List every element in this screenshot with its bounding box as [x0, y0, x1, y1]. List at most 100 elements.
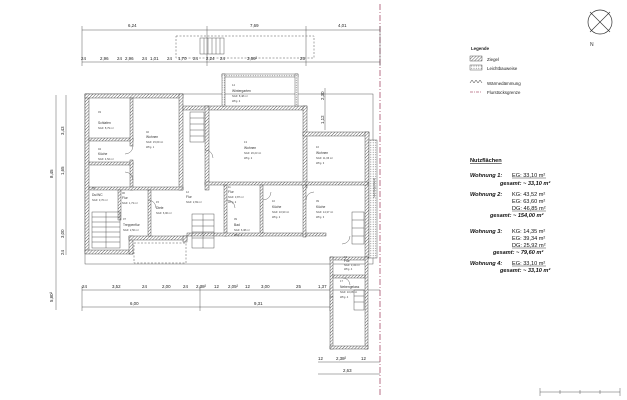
room-area: NGF: 1,73 m² [122, 201, 138, 205]
dim-bottom: 12 [245, 284, 250, 289]
room-area: NGF: 3,70 m² [92, 198, 108, 202]
dim-left: 3,00 [60, 229, 65, 238]
room-number: 03 [98, 110, 101, 114]
unit-3-line: KG: 14,35 m² [512, 229, 545, 235]
room-number: 04 [98, 147, 101, 151]
neighbour-building-label: Nachbargebäude [372, 178, 376, 198]
dim-bottom: 3,52 [112, 284, 121, 289]
room-area: NGF: 10,90 m² [272, 210, 289, 214]
dim-left-total: 8,45 [49, 169, 54, 178]
dim-bottom: 2,05² [228, 284, 239, 289]
room-number: 02 [146, 130, 149, 134]
room-number: 14 [232, 83, 235, 87]
unit-1-line: EG: 33,10 m² [512, 173, 545, 179]
dim-bottom: 24 [82, 284, 87, 289]
dim-detail: 25 [300, 56, 305, 61]
room-unit: Whg. 3 [316, 215, 325, 219]
dim-bottom: 1,37 [318, 284, 327, 289]
room-name: Wohnen [244, 146, 256, 150]
dim-bottom: 2,38² [196, 284, 207, 289]
unit-2-line: DG: 46,85 m² [512, 206, 546, 212]
dim-detail: 3,66² [247, 56, 258, 61]
dim-annex: 12 [361, 356, 366, 361]
room-unit: Whg. 4 [344, 267, 353, 271]
staircase [91, 37, 365, 311]
dim-bottom: 12 [214, 284, 219, 289]
room-name: Treppenflur [123, 223, 141, 227]
door-swings [124, 145, 351, 286]
room-number: 09 [234, 217, 237, 221]
usable-area-summary: Nutzflächen Wohnung 1: EG: 33,10 m² gesa… [470, 158, 550, 274]
dim-detail: 24 [193, 56, 198, 61]
terrace-outline [133, 35, 315, 264]
room-name: Küche [316, 205, 326, 209]
room-area: NGF: 2,69 m² [186, 200, 202, 204]
north-label: N [590, 42, 594, 48]
dim-bottom: 24 [142, 284, 147, 289]
dim-left: 1,65 [60, 166, 65, 175]
dim-detail: 2,96 [100, 56, 109, 61]
room-area: NGF: 10,08 m² [340, 290, 357, 294]
dim-bottom: 2,00 [162, 284, 171, 289]
room-unit: Whg. 1 [146, 145, 155, 149]
room-unit: Whg. 2 [228, 200, 237, 204]
room-number: 09 [316, 199, 319, 203]
room-number: 16 [344, 255, 347, 259]
dim-left: 24 [60, 250, 65, 255]
unit-2-total: gesamt: ~ 154,00 m² [489, 212, 543, 219]
dim-bottom-total: 9,31 [254, 301, 263, 306]
room-name: Flur [122, 196, 129, 200]
room-number: 15 [156, 200, 159, 204]
dim-detail: 24 [81, 56, 86, 61]
room-name: Flur [228, 190, 235, 194]
room-area: NGF: 3,87 m² [228, 195, 244, 199]
room-number: 12 [186, 190, 189, 194]
legend-label: Leichtbauweise [487, 66, 518, 71]
dim-detail: 1,70 [178, 56, 187, 61]
room-number: 05 [92, 186, 95, 190]
room-unit: Whg. 3 [316, 161, 325, 165]
room-unit: Whg. 4 [340, 295, 349, 299]
unit-3-total: gesamt: ~ 79,60 m² [492, 249, 543, 256]
room-labels: 03 Schlafen NGF: 8,79 m² 02 Wohnen NGF: … [92, 83, 376, 299]
dim-detail: 24 [167, 56, 172, 61]
dim-bottom-total: 6,00 [130, 301, 139, 306]
room-area: NGF: 11,66 m² [316, 156, 333, 160]
room-unit: Whg. 2 [244, 156, 253, 160]
unit-4-line: EG: 33,10 m² [512, 261, 545, 267]
room-unit: Whg. 2 [232, 99, 241, 103]
dim-annex-total: 2,63 [343, 368, 352, 373]
dim-left: 3,43 [60, 126, 65, 135]
dim-detail: 24 [142, 56, 147, 61]
scale-bar [539, 388, 621, 396]
room-area: NGF: 26,23 m² [244, 151, 261, 155]
room-number: 06 [122, 191, 125, 195]
unit-1-name: Wohnung 1: [470, 173, 502, 179]
room-name: Flur [186, 195, 193, 199]
room-name: Wohnen [146, 135, 158, 139]
dim-detail: 2,24 [206, 56, 215, 61]
dim-left-lower: 5,80² [49, 291, 54, 302]
legend-swatch-ziegel [469, 55, 483, 62]
wall-hatch [84, 73, 378, 350]
legend-swatch-leichtbau [469, 64, 483, 71]
room-name: Du/WC [92, 193, 103, 197]
unit-4-name: Wohnung 4: [470, 261, 502, 267]
room-unit: Whg. 2 [272, 215, 281, 219]
summary-title: Nutzflächen [470, 158, 502, 164]
unit-2-line: EG: 63,60 m² [512, 199, 545, 205]
dim-detail: 2,96 [125, 56, 134, 61]
dim-annex: 2,38² [336, 356, 347, 361]
legend-title: Legende [471, 46, 490, 51]
room-name: Nebengelass [340, 285, 360, 289]
room-area: NGF: 8,79 m² [98, 126, 114, 130]
room-number: 10 [272, 199, 275, 203]
room-number: 13 [244, 140, 247, 144]
dim-bottom: 25 [296, 284, 301, 289]
legend-swatch-daemmung [469, 79, 483, 84]
unit-2-line: KG: 43,52 m² [512, 192, 545, 198]
legend-label: Wärmedämmung [487, 81, 521, 86]
dim-right-upper: 2,30 [320, 91, 325, 100]
dim-detail: 24 [117, 56, 122, 61]
